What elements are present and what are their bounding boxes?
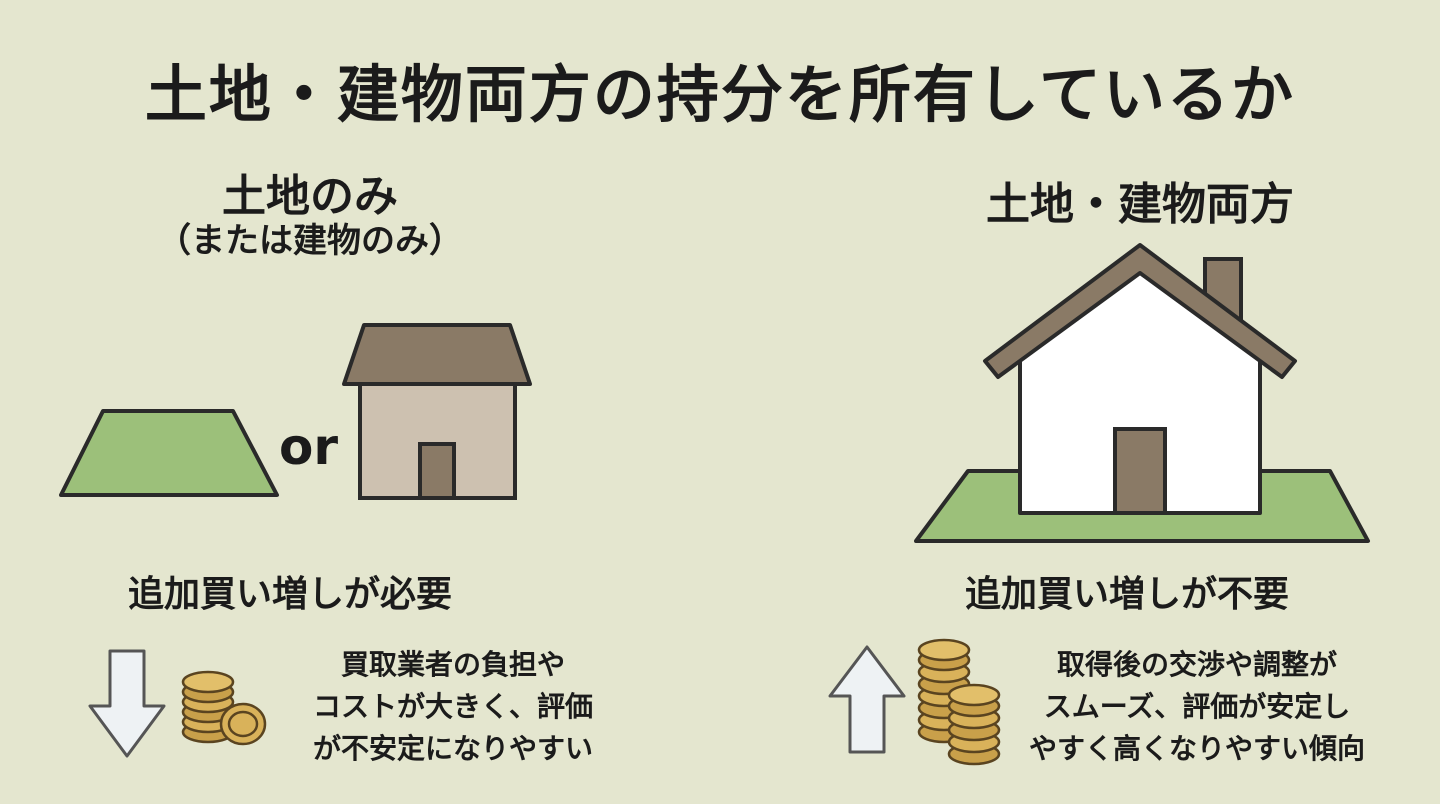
left-subheading: （または建物のみ） bbox=[157, 221, 463, 261]
right-description-line: 取得後の交渉や調整が bbox=[1056, 648, 1337, 681]
right-status: 追加買い増しが不要 bbox=[965, 574, 1290, 615]
coin-stacks-icon bbox=[917, 638, 1001, 766]
left-description-line: コストが大きく、評価 bbox=[312, 690, 593, 723]
house-with-land-icon bbox=[914, 243, 1370, 543]
right-heading: 土地・建物両方 bbox=[986, 179, 1294, 230]
or-label: or bbox=[279, 418, 339, 476]
left-status: 追加買い増しが必要 bbox=[128, 574, 453, 615]
left-heading: 土地のみ bbox=[222, 171, 398, 222]
left-description-line: が不安定になりやすい bbox=[312, 732, 593, 765]
down-arrow-icon bbox=[88, 649, 166, 758]
left-description: 買取業者の負担や コストが大きく、評価 が不安定になりやすい bbox=[268, 644, 638, 770]
building-icon bbox=[342, 323, 532, 500]
up-arrow-icon bbox=[828, 645, 906, 754]
right-description-line: やすく高くなりやすい傾向 bbox=[1028, 732, 1365, 765]
page-title: 土地・建物両方の持分を所有しているか bbox=[144, 58, 1296, 131]
right-description-line: スムーズ、評価が安定し bbox=[1043, 690, 1351, 723]
right-description: 取得後の交渉や調整が スムーズ、評価が安定し やすく高くなりやすい傾向 bbox=[1002, 644, 1392, 770]
left-description-line: 買取業者の負担や bbox=[340, 648, 565, 681]
coins-icon bbox=[181, 670, 267, 746]
land-icon bbox=[59, 409, 279, 497]
